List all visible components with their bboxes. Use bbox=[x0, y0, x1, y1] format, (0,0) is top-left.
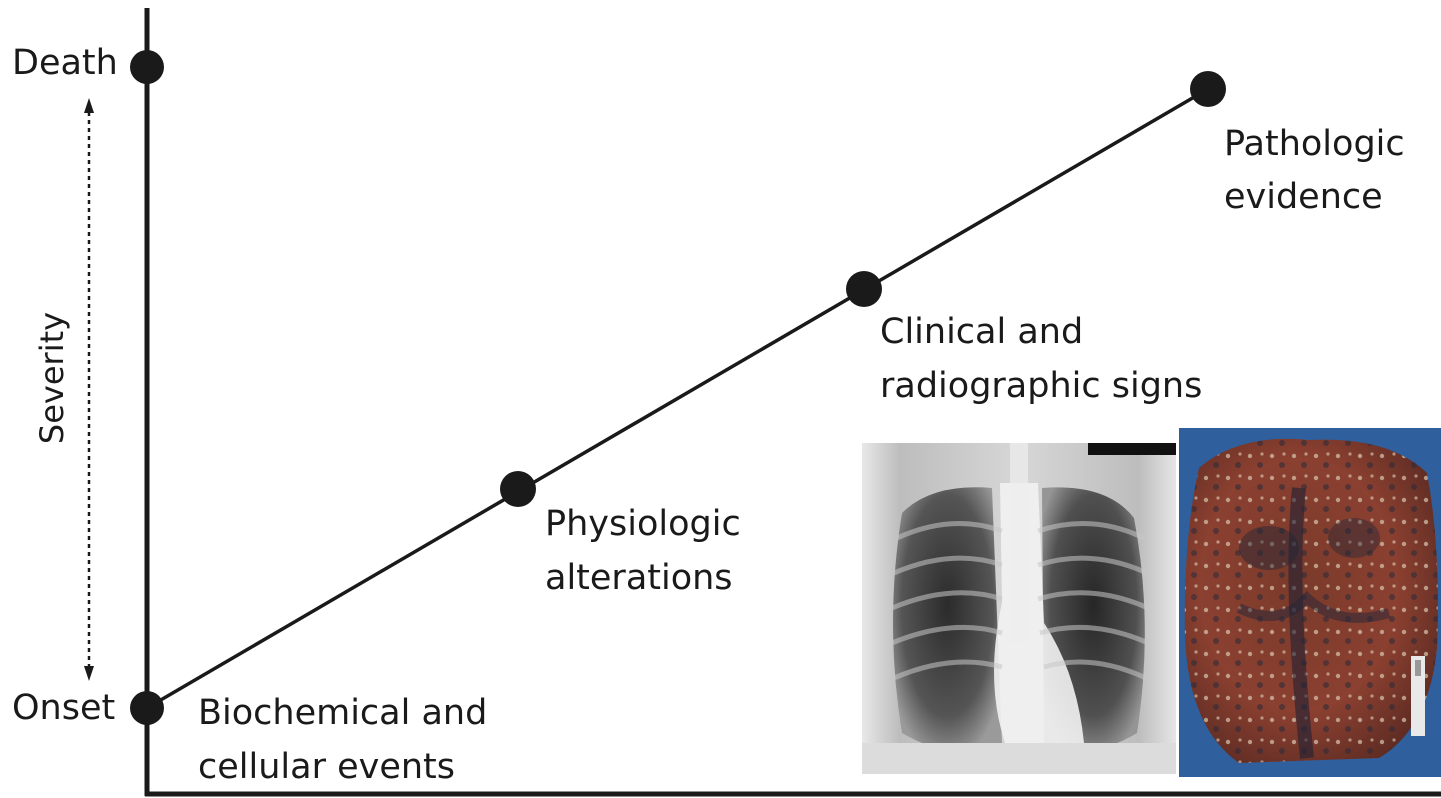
stage-label-biochemical: Biochemical and bbox=[198, 693, 487, 733]
stage-marker-pathologic bbox=[1190, 71, 1226, 107]
lung-specimen-image bbox=[1179, 428, 1441, 777]
stage-label-physiologic-2: alterations bbox=[545, 558, 733, 598]
stage-label-clinical: Clinical and bbox=[880, 312, 1083, 352]
stage-label-physiologic: Physiologic bbox=[545, 504, 741, 544]
stage-marker-physiologic bbox=[500, 471, 536, 507]
stage-label-pathologic-2: evidence bbox=[1224, 177, 1383, 217]
severity-label: Severity bbox=[33, 312, 71, 444]
death-marker bbox=[130, 50, 164, 84]
chest-xray-image bbox=[862, 443, 1176, 774]
onset-label: Onset bbox=[12, 688, 115, 728]
stage-label-clinical-2: radiographic signs bbox=[880, 366, 1202, 406]
stage-marker-clinical bbox=[846, 271, 882, 307]
stage-label-pathologic: Pathologic bbox=[1224, 124, 1405, 164]
onset-marker bbox=[130, 691, 164, 725]
severity-arrow bbox=[84, 98, 94, 681]
stage-label-biochemical-2: cellular events bbox=[198, 747, 455, 787]
death-label: Death bbox=[12, 43, 118, 83]
